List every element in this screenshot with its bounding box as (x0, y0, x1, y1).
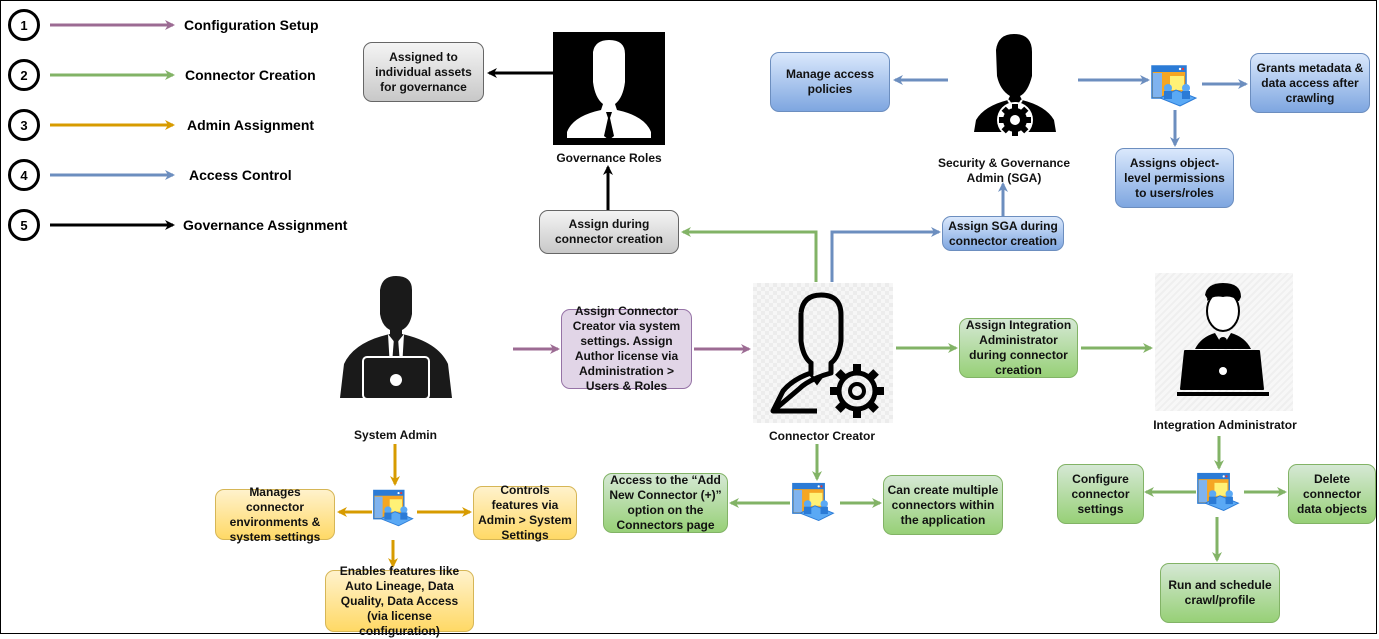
integration-admin-label: Integration Administrator (1153, 418, 1297, 432)
legend-label-connector-creation: Connector Creation (185, 67, 316, 83)
box-create-multiple-connectors: Can create multiple connectors within th… (883, 475, 1003, 535)
sga-person-gear-icon (960, 28, 1070, 143)
box-object-level-permissions: Assigns object-level permissions to user… (1115, 148, 1234, 208)
legend-label-governance-assignment: Governance Assignment (183, 217, 348, 233)
legend-label-configuration-setup: Configuration Setup (184, 17, 319, 33)
creator-hub-app-icon (791, 480, 839, 526)
box-assigned-to-assets: Assigned to individual assets for govern… (363, 42, 484, 102)
governance-roles-label: Governance Roles (556, 151, 662, 165)
connector-creator-person-gear-icon (753, 283, 893, 423)
system-admin-laptop-icon (330, 272, 462, 400)
sga-label: Security & Governance Admin (SGA) (937, 156, 1071, 185)
arrow-creator-to-assign-during (681, 227, 818, 282)
box-assign-sga: Assign SGA during connector creation (942, 216, 1064, 251)
legend-number-4: 4 (8, 159, 40, 191)
box-enables-features: Enables features like Auto Lineage, Data… (325, 564, 474, 638)
box-grants-metadata-access: Grants metadata & data access after craw… (1250, 53, 1370, 113)
box-delete-connector-objects: Delete connector data objects (1288, 464, 1376, 524)
legend-label-access-control: Access Control (189, 167, 292, 183)
governance-person-icon (553, 32, 665, 145)
box-configure-connector-settings: Configure connector settings (1057, 464, 1144, 524)
box-manages-connector-environments: Manages connector environments & system … (215, 485, 335, 544)
box-assign-integration-admin: Assign Integration Administrator during … (959, 318, 1078, 378)
integration-admin-laptop-icon (1155, 273, 1293, 411)
sysadmin-hub-app-icon (372, 487, 418, 531)
box-manage-access-policies: Manage access policies (770, 52, 890, 112)
legend-number-5: 5 (8, 209, 40, 241)
arrow-creator-to-assign-sga (830, 227, 941, 282)
legend-number-2: 2 (8, 59, 40, 91)
box-assign-connector-creator: Assign Connector Creator via system sett… (561, 304, 692, 393)
box-assign-during-creation: Assign during connector creation (539, 210, 679, 254)
connector-creator-label: Connector Creator (768, 429, 875, 443)
sga-hub-app-icon (1150, 64, 1202, 110)
box-controls-features: Controls features via Admin > System Set… (473, 483, 577, 542)
integration-hub-app-icon (1196, 470, 1244, 516)
box-run-schedule-crawl: Run and schedule crawl/profile (1160, 563, 1280, 623)
legend-label-admin-assignment: Admin Assignment (187, 117, 315, 133)
legend-number-1: 1 (8, 9, 40, 41)
legend-number-3: 3 (8, 109, 40, 141)
system-admin-label: System Admin (354, 428, 437, 442)
box-add-new-connector: Access to the “Add New Connector (+)” op… (603, 473, 728, 533)
